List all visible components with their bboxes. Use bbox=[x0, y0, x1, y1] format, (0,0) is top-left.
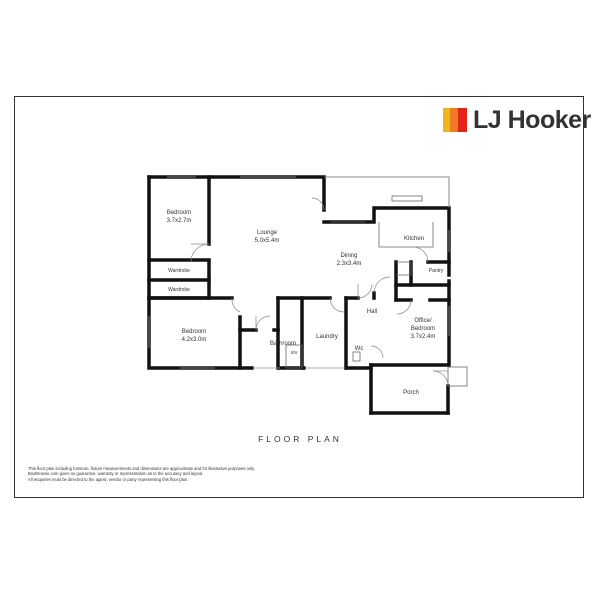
room-lounge-size: 5.0x5.4m bbox=[255, 238, 280, 244]
logo-mark-icon bbox=[443, 108, 467, 132]
room-bathroom-name: Bathroom bbox=[270, 341, 296, 347]
room-wardrobe-1-name: Wardrobe bbox=[168, 268, 190, 274]
room-hall-name: Hall bbox=[367, 309, 377, 315]
windows bbox=[148, 176, 450, 369]
lj-hooker-logo: LJ Hooker bbox=[443, 106, 591, 134]
room-office-name: Office/ bbox=[414, 318, 432, 324]
disclaimer-line: This floor plan including furniture, fix… bbox=[28, 466, 256, 471]
logo-text: LJ Hooker bbox=[473, 106, 591, 134]
disclaimer: This floor plan including furniture, fix… bbox=[28, 466, 255, 482]
room-laundry-name: Laundry bbox=[316, 334, 338, 340]
room-bedroom-2-size: 4.2x3.0m bbox=[182, 337, 207, 343]
room-pantry-name: Pantry bbox=[429, 268, 444, 274]
room-kitchen-name: Kitchen bbox=[404, 236, 424, 242]
room-office-name-2: Bedroom bbox=[411, 326, 435, 332]
room-labels: Bedroom 3.7x2.7m Lounge 5.0x5.4m Dining … bbox=[167, 210, 444, 396]
room-dining-size: 2.3x3.4m bbox=[337, 261, 362, 267]
thin-lines bbox=[285, 176, 468, 387]
disclaimer-line: All enquiries must be directed to the ag… bbox=[28, 476, 189, 482]
room-dining-name: Dining bbox=[340, 253, 357, 259]
room-bedroom-1-name: Bedroom bbox=[167, 210, 191, 216]
door-swings bbox=[190, 197, 449, 387]
room-bedroom-2-name: Bedroom bbox=[182, 329, 206, 335]
room-bedroom-1-size: 3.7x2.7m bbox=[167, 218, 192, 224]
room-wc-name: Wc bbox=[355, 346, 364, 352]
disclaimer-line: BoxBrowne.com gives no guarantee, warran… bbox=[28, 471, 204, 477]
room-shower-name: Shr bbox=[290, 350, 298, 355]
room-wardrobe-2-name: Wardrobe bbox=[168, 287, 190, 293]
walls bbox=[147, 175, 451, 415]
room-lounge-name: Lounge bbox=[257, 230, 278, 236]
room-porch-name: Porch bbox=[403, 390, 419, 396]
room-office-size: 3.7x2.4m bbox=[411, 334, 436, 340]
plan-title: FLOOR PLAN bbox=[258, 434, 342, 444]
